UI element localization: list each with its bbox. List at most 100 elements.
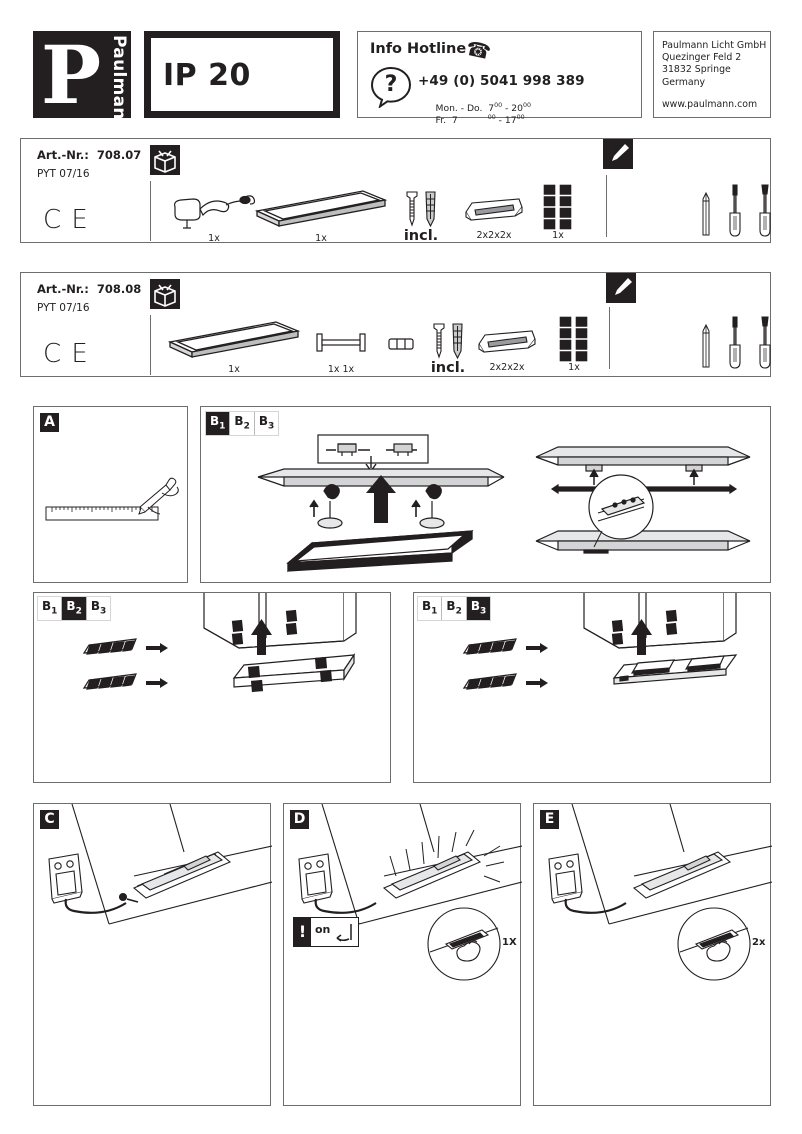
- step-repeat-count: 2x: [752, 937, 766, 948]
- ruler-and-pencil-marking-icon: [45, 477, 179, 521]
- tab-b3[interactable]: B3: [466, 597, 491, 621]
- company-address-box: Paulmann Licht GmbH Quezinger Feld 2 318…: [653, 31, 771, 118]
- screw-and-dowel-icon: [406, 191, 436, 228]
- adhesive-pads-icon: [558, 315, 589, 363]
- led-panel-icon: [167, 321, 301, 359]
- panel-clip-detail-icon: [535, 446, 751, 554]
- step-panel-d: D ! o: [283, 803, 522, 1106]
- switch-on-panel-icon: [298, 804, 522, 925]
- tab-b3[interactable]: B3: [254, 412, 279, 436]
- address-country: Germany: [662, 76, 706, 88]
- pyt-code: PYT 07/16: [37, 168, 90, 180]
- flat-screwdriver-icon: [729, 184, 741, 237]
- tab-b1[interactable]: B1: [38, 597, 63, 621]
- article-number: Art.-Nr.: 708.07: [37, 148, 142, 162]
- hotline-title: Info Hotline: [370, 41, 467, 57]
- phone-icon: ☎: [463, 35, 494, 65]
- phillips-screwdriver-icon: [759, 316, 771, 369]
- part-qty: 1x: [208, 233, 220, 244]
- hotline-hours-mon-thu: Mon. - Do. 700 - 2000: [435, 102, 532, 115]
- address-street: Quezinger Feld 2: [662, 52, 742, 64]
- tab-b2[interactable]: B2: [230, 412, 255, 436]
- step-panel-c: C: [33, 803, 272, 1106]
- part-qty: 1x: [568, 362, 580, 373]
- part-qty: 2x2x2x: [489, 362, 525, 373]
- screwdriver-icon: [606, 273, 636, 303]
- parts-list-row: Art.-Nr.: 708.08 PYT 07/16 C E: [20, 272, 771, 377]
- step-panel-b1: B1 B2 B3: [200, 406, 771, 583]
- address-company: Paulmann Licht GmbH: [662, 40, 767, 51]
- adhesive-pads-mount-panel-icon: [82, 593, 357, 693]
- step-panel-a: A: [33, 406, 188, 583]
- hotline-phone-number: +49 (0) 5041 998 389: [418, 73, 585, 89]
- logo-brand-text: Paulmann: [109, 35, 129, 133]
- step-tabs-b2[interactable]: B1 B2 B3: [37, 596, 112, 622]
- part-qty: incl.: [403, 228, 439, 244]
- svg-text:?: ?: [385, 72, 398, 97]
- tab-b2[interactable]: B2: [62, 597, 87, 621]
- power-on-label: on: [315, 923, 331, 936]
- pyt-code: PYT 07/16: [37, 302, 90, 314]
- hand-switch-icon: [336, 924, 352, 942]
- divider: [150, 315, 152, 375]
- plug-in-panel-to-socket-icon: [48, 804, 272, 925]
- power-on-warning: ! on: [293, 917, 359, 947]
- power-supply-driver-icon: [174, 195, 256, 229]
- screw-and-dowel-icon: [433, 323, 463, 360]
- step-tag: C: [40, 810, 59, 829]
- phillips-screwdriver-icon: [759, 184, 771, 237]
- paulmann-logo: P Paulmann: [33, 28, 131, 132]
- address-website[interactable]: www.paulmann.com: [662, 98, 758, 110]
- ip-rating-box: IP 20: [144, 31, 340, 118]
- part-qty: 1x 1x: [327, 364, 355, 375]
- part-qty: incl.: [430, 360, 466, 376]
- info-hotline-box: Info Hotline ☎ ? +49 (0) 5041 998 389 Mo…: [357, 31, 642, 126]
- package-box-icon: [150, 279, 180, 309]
- logo-letter-p: P: [41, 28, 102, 122]
- divider: [609, 307, 611, 369]
- ce-mark: C E: [43, 205, 89, 235]
- touch-sensor-hand-icon: [677, 907, 751, 981]
- mounting-clip-icon: [478, 330, 536, 353]
- tab-b1[interactable]: B1: [418, 597, 443, 621]
- part-qty: 1x: [315, 233, 327, 244]
- ip-rating-label: IP 20: [163, 58, 251, 93]
- flat-screwdriver-icon: [729, 316, 741, 369]
- divider: [606, 175, 608, 237]
- part-qty: 1x: [228, 364, 240, 375]
- adhesive-pads-mount-bracket-icon: [462, 593, 738, 690]
- part-qty: 1x: [552, 230, 564, 241]
- step-panel-e: E: [533, 803, 772, 1106]
- connector-bar-icon: [316, 333, 366, 352]
- adhesive-pads-icon: [542, 183, 573, 231]
- tab-b3[interactable]: B3: [86, 597, 111, 621]
- step-panel-b3: B1 B2 B3: [413, 592, 771, 783]
- led-panel-icon: [254, 190, 388, 228]
- step-tabs-b3[interactable]: B1 B2 B3: [417, 596, 492, 622]
- step-tag: D: [290, 810, 309, 829]
- tab-b1[interactable]: B1: [206, 412, 231, 436]
- ce-mark: C E: [43, 339, 89, 369]
- mount-panel-under-cabinet-with-screws-icon: [257, 434, 505, 573]
- address-city: 31832 Springe: [662, 64, 731, 76]
- article-number: Art.-Nr.: 708.08: [37, 282, 142, 296]
- tab-b2[interactable]: B2: [442, 597, 467, 621]
- pencil-icon: [702, 191, 710, 236]
- divider: [150, 181, 152, 241]
- touch-sensor-hand-icon: [427, 907, 501, 981]
- pencil-icon: [702, 323, 710, 368]
- part-qty: 2x2x2x: [476, 230, 512, 241]
- screwdriver-icon: [603, 139, 633, 169]
- switch-off-panel-icon: [548, 804, 772, 925]
- question-mark-icon: ?: [370, 66, 412, 108]
- step-tag: E: [540, 810, 559, 829]
- coupler-icon: [388, 338, 414, 350]
- step-repeat-count: 1X: [502, 937, 517, 948]
- step-panel-b2: B1 B2 B3: [33, 592, 391, 783]
- package-box-icon: [150, 145, 180, 175]
- step-tabs-b1[interactable]: B1 B2 B3: [205, 411, 280, 437]
- exclamation-icon: !: [294, 918, 311, 946]
- parts-list-row: Art.-Nr.: 708.07 PYT 07/16 C E: [20, 138, 771, 244]
